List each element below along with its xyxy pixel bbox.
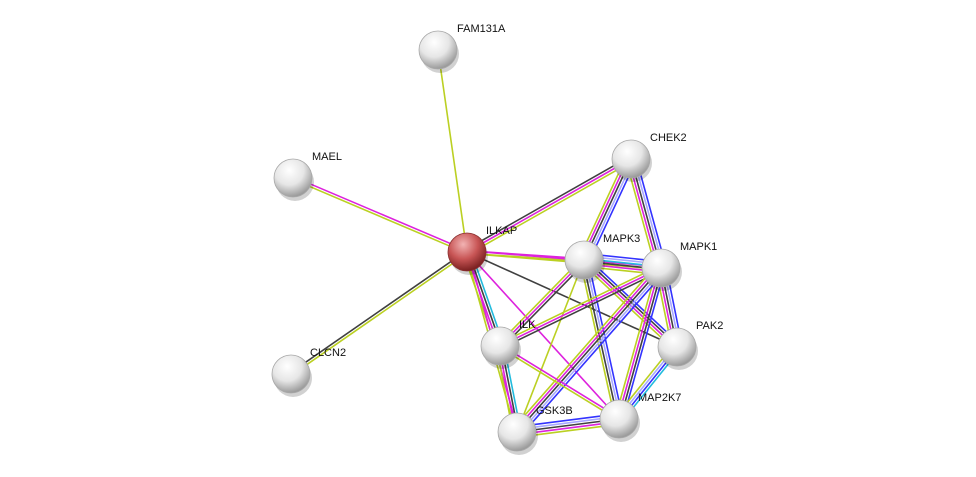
evidence-line — [500, 344, 621, 419]
node-label: MAP2K7 — [638, 392, 681, 404]
evidence-line — [614, 266, 659, 419]
evidence-line — [499, 267, 662, 347]
evidence-line — [498, 346, 619, 421]
node-label: PAK2 — [696, 320, 723, 332]
evidence-line — [501, 261, 587, 349]
evidence-line — [498, 264, 661, 345]
edge-ilkap-map2k7[interactable] — [466, 251, 620, 420]
node-ilkap[interactable]: ILKAP — [447, 225, 517, 275]
evidence-line — [437, 49, 468, 253]
edge-mapk1-gsk3b[interactable] — [512, 264, 666, 436]
node-sphere[interactable] — [564, 240, 604, 280]
node-map2k7[interactable]: MAP2K7 — [599, 392, 681, 442]
edge-ilk-map2k7[interactable] — [498, 344, 621, 421]
node-label: MAEL — [312, 151, 342, 163]
evidence-line — [292, 178, 467, 254]
evidence-line — [518, 269, 664, 435]
node-label: ILKAP — [486, 225, 517, 237]
node-ilk[interactable]: ILK — [480, 319, 536, 369]
evidence-line — [497, 257, 583, 345]
evidence-line — [635, 157, 667, 267]
evidence-line — [467, 160, 633, 255]
evidence-line — [466, 158, 632, 253]
node-fam131a[interactable]: FAM131A — [418, 23, 506, 73]
evidence-line — [516, 267, 662, 433]
node-sphere[interactable] — [657, 327, 697, 367]
node-clcn2[interactable]: CLCN2 — [271, 347, 346, 397]
edge-mapk3-gsk3b[interactable] — [516, 259, 585, 433]
node-chek2[interactable]: CHEK2 — [611, 132, 687, 182]
node-pak2[interactable]: PAK2 — [657, 320, 723, 370]
node-sphere[interactable] — [271, 354, 311, 394]
edge-mapk1-ilk[interactable] — [498, 264, 663, 350]
evidence-line — [291, 252, 469, 376]
node-mapk1[interactable]: MAPK1 — [641, 241, 717, 291]
edge-clcn2-ilkap[interactable] — [289, 250, 469, 376]
evidence-line — [520, 270, 666, 436]
edge-fam131a-ilkap[interactable] — [437, 49, 468, 253]
node-label: FAM131A — [457, 23, 506, 35]
edge-ilkap-chek2[interactable] — [465, 156, 633, 255]
node-label: CLCN2 — [310, 347, 346, 359]
evidence-line — [499, 259, 585, 347]
evidence-line — [500, 269, 663, 350]
node-label: CHEK2 — [650, 132, 687, 144]
evidence-line — [625, 160, 657, 270]
evidence-line — [289, 250, 467, 374]
evidence-line — [581, 260, 619, 420]
node-sphere[interactable] — [418, 30, 458, 70]
node-sphere[interactable] — [599, 399, 639, 439]
node-sphere[interactable] — [273, 158, 313, 198]
edge-mapk3-ilk[interactable] — [497, 257, 587, 349]
node-gsk3b[interactable]: GSK3B — [497, 405, 573, 455]
evidence-line — [516, 259, 585, 433]
node-sphere[interactable] — [447, 232, 487, 272]
node-mael[interactable]: MAEL — [273, 151, 342, 201]
node-sphere[interactable] — [497, 412, 537, 452]
edge-mael-ilkap[interactable] — [292, 176, 468, 254]
node-sphere[interactable] — [611, 139, 651, 179]
evidence-line — [512, 264, 658, 430]
node-label: ILK — [519, 319, 536, 331]
node-sphere[interactable] — [641, 248, 681, 288]
evidence-line — [514, 265, 660, 431]
evidence-line — [466, 251, 620, 420]
evidence-line — [616, 267, 661, 419]
node-sphere[interactable] — [480, 326, 520, 366]
node-mapk3[interactable]: MAPK3 — [564, 233, 640, 283]
evidence-line — [293, 176, 468, 252]
edge-mapk1-map2k7[interactable] — [614, 266, 666, 421]
evidence-line — [619, 268, 664, 420]
evidence-line — [465, 156, 631, 251]
evidence-line — [621, 268, 666, 421]
node-label: MAPK3 — [603, 233, 640, 245]
node-label: MAPK1 — [680, 241, 717, 253]
node-label: GSK3B — [536, 405, 573, 417]
